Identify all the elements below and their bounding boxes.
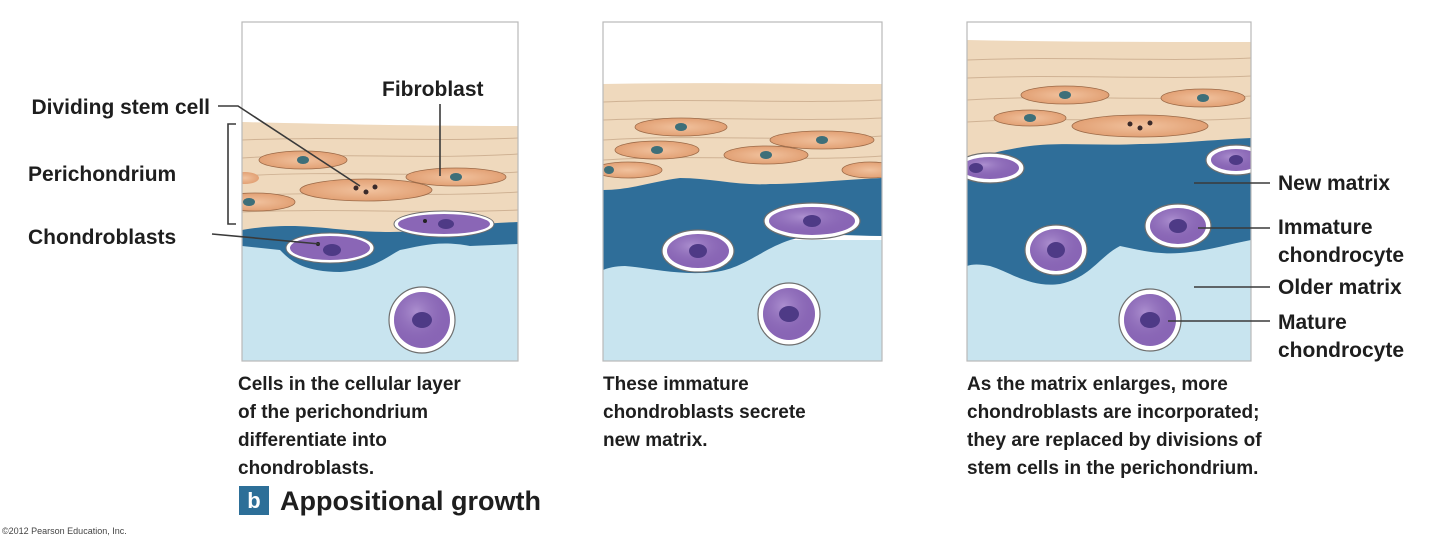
label-immature-chondrocyte-line1: Immature <box>1278 216 1373 239</box>
figure-title-group: b Appositional growth <box>239 486 541 516</box>
label-mature-chondrocyte-line2: chondrocyte <box>1278 339 1404 362</box>
caption-panel1-line3: differentiate into <box>238 430 387 451</box>
label-fibroblast: Fibroblast <box>382 78 484 101</box>
caption-panel3-line2: chondroblasts are incorporated; <box>967 402 1259 423</box>
label-perichondrium: Perichondrium <box>28 163 176 186</box>
mature-chondrocyte-cell <box>388 286 456 354</box>
perichondrium-bracket <box>227 123 236 225</box>
label-mature-chondrocyte-line1: Mature <box>1278 311 1347 334</box>
panel-2 <box>602 21 883 362</box>
leader-dividing-stem-cell <box>218 105 361 187</box>
caption-panel3-line4: stem cells in the perichondrium. <box>967 458 1258 479</box>
label-dividing-stem-cell: Dividing stem cell <box>31 96 210 119</box>
mature-chondrocyte-cell <box>1118 288 1182 352</box>
label-new-matrix: New matrix <box>1278 172 1390 195</box>
fibroblast-cells <box>242 150 507 212</box>
panel-3 <box>966 21 1252 362</box>
caption-panel1-line4: chondroblasts. <box>238 458 374 479</box>
label-immature-chondrocyte-line2: chondrocyte <box>1278 244 1404 267</box>
leader-chondroblasts <box>211 233 321 245</box>
label-chondroblasts: Chondroblasts <box>28 226 176 249</box>
chondroblast-cells <box>285 210 495 264</box>
labels: Dividing stem cell Fibroblast Perichondr… <box>28 78 1404 362</box>
caption-panel3-line3: they are replaced by divisions of <box>967 430 1262 451</box>
copyright-notice: ©2012 Pearson Education, Inc. <box>2 526 127 536</box>
figure-badge <box>239 486 269 515</box>
label-older-matrix: Older matrix <box>1278 276 1402 299</box>
mature-chondrocyte-cell <box>757 282 821 346</box>
figure-badge-letter: b <box>247 488 260 513</box>
immature-chondrocyte-cells <box>967 144 1251 276</box>
perichondrium-region <box>603 83 882 190</box>
caption-panel2-line2: chondroblasts secrete <box>603 402 806 423</box>
perichondrium-region <box>242 122 518 232</box>
fibroblast-cells <box>603 117 882 179</box>
immature-chondrocyte-cells <box>661 202 861 273</box>
caption-panel3-line1: As the matrix enlarges, more <box>967 374 1228 395</box>
caption-panel1-line1: Cells in the cellular layer <box>238 374 461 395</box>
caption-panel1-line2: of the perichondrium <box>238 402 428 423</box>
caption-panel2-line3: new matrix. <box>603 430 708 451</box>
leader-lines <box>211 104 1270 322</box>
panel-1 <box>241 21 519 362</box>
captions: Cells in the cellular layer of the peric… <box>238 374 1262 479</box>
figure-title: Appositional growth <box>280 486 541 516</box>
caption-panel2-line1: These immature <box>603 374 749 395</box>
fibroblast-cells <box>993 85 1246 138</box>
